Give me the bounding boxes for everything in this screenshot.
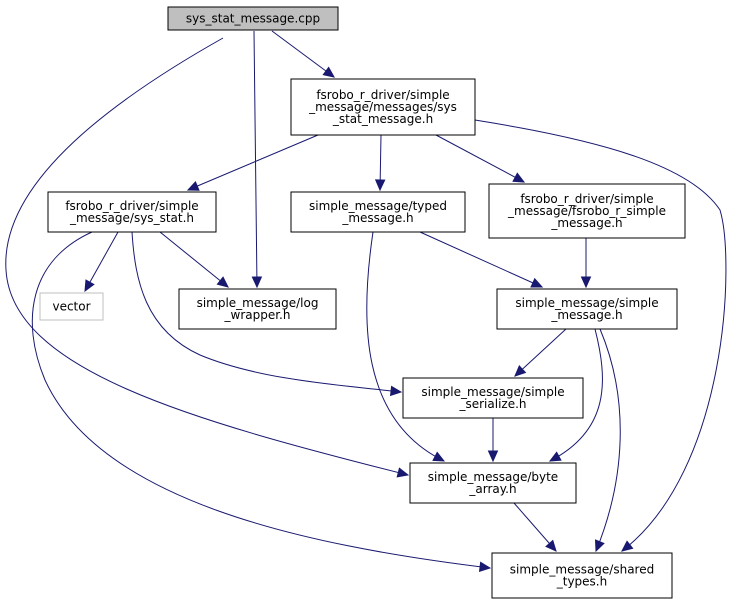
edge-line — [513, 502, 557, 552]
edge-line — [131, 231, 402, 393]
node-label-line: fsrobo_r_driver/simple — [520, 192, 653, 206]
node-label-line: simple_message/log — [197, 296, 319, 310]
node-label-line: _message/messages/sys — [308, 100, 457, 114]
edge-typed_message_h-to-simple_message_h — [419, 231, 544, 288]
arrowhead-icon — [396, 467, 410, 478]
edge-simple_message_h-to-simple_serialize_h — [514, 328, 567, 377]
node-box — [167, 6, 339, 31]
edge-typed_message_h-to-byte_array_h — [366, 231, 446, 462]
arrowhead-icon — [84, 279, 95, 293]
node-box — [402, 377, 584, 419]
edge-line — [5, 37, 409, 476]
edge-line — [187, 134, 319, 191]
arrowhead-icon — [478, 561, 492, 572]
node-label-line: simple_message/shared — [510, 563, 654, 577]
edge-line — [514, 328, 567, 377]
arrowhead-icon — [432, 451, 446, 462]
arrowhead-icon — [374, 179, 386, 192]
node-label-line: _stat_message.h — [332, 112, 433, 126]
node-box — [290, 78, 476, 136]
edge-line — [549, 328, 603, 462]
edge-line — [253, 30, 258, 288]
node-label-line: _array.h — [468, 482, 516, 496]
edge-line — [84, 231, 119, 292]
node-vector: vector — [39, 292, 104, 321]
edge-fsrobo_simple_message_h-to-simple_message_h — [580, 238, 592, 289]
node-label-line: _message/sys_stat.h — [69, 211, 194, 225]
edge-line — [31, 231, 491, 569]
arrowhead-icon — [621, 540, 634, 552]
arrowhead-icon — [251, 276, 263, 289]
node-log-wrapper-h[interactable]: simple_message/log_wrapper.h — [178, 288, 337, 330]
node-sysstatmsg-h[interactable]: fsrobo_r_driver/simple_message/messages/… — [290, 78, 476, 136]
node-box — [178, 288, 337, 330]
node-box — [290, 191, 466, 233]
edge-line — [271, 30, 335, 78]
edge-line — [595, 328, 621, 552]
node-label-line: simple_message/typed — [309, 199, 447, 213]
edge-sysstatmsg_h-to-sys_stat_h — [186, 134, 319, 191]
edge-sysstatmsg_h-to-shared_types_h — [474, 119, 727, 552]
edge-line — [474, 119, 727, 552]
node-typed-message-h[interactable]: simple_message/typed_message.h — [290, 191, 466, 233]
node-simple-serialize-h[interactable]: simple_message/simple_serialize.h — [402, 377, 584, 419]
node-label-line: _serialize.h — [458, 397, 526, 411]
node-label-line: fsrobo_r_driver/simple — [316, 88, 449, 102]
node-label-line: simple_message/simple — [421, 385, 564, 399]
edge-simple_serialize_h-to-byte_array_h — [487, 418, 499, 463]
node-label-line: _message.h — [550, 216, 622, 230]
node-shared-types-h[interactable]: simple_message/shared_types.h — [491, 552, 673, 599]
edge-root-to-byte_array_h — [5, 37, 410, 478]
edge-sys_stat_h-to-vector — [84, 231, 119, 293]
node-label-line: simple_message/byte — [428, 470, 558, 484]
edge-sysstatmsg_h-to-typed_message_h — [374, 134, 386, 192]
node-sys-stat-h[interactable]: fsrobo_r_driver/simple_message/sys_stat.… — [47, 191, 217, 233]
node-box — [409, 462, 577, 504]
node-simple-message-h[interactable]: simple_message/simple_message.h — [496, 288, 678, 330]
arrowhead-icon — [514, 365, 527, 377]
edge-byte_array_h-to-shared_types_h — [513, 502, 557, 552]
edge-sysstatmsg_h-to-fsrobo_simple_message_h — [435, 134, 526, 183]
edge-sys_stat_h-to-shared_types_h — [31, 231, 492, 572]
node-label-line: _message/fsrobo_r_simple — [507, 204, 666, 218]
node-root[interactable]: sys_stat_message.cpp — [167, 6, 339, 31]
node-fsrobo-simple-message-h[interactable]: fsrobo_r_driver/simple_message/fsrobo_r_… — [488, 183, 686, 239]
edge-simple_message_h-to-byte_array_h — [548, 328, 603, 462]
edge-sys_stat_h-to-simple_serialize_h — [131, 231, 403, 397]
arrowhead-icon — [322, 66, 335, 78]
arrowhead-icon — [487, 450, 499, 463]
arrowhead-icon — [530, 277, 544, 288]
node-box — [496, 288, 678, 330]
node-label-line: _message.h — [550, 308, 622, 322]
edge-line — [435, 134, 525, 183]
arrowhead-icon — [186, 181, 200, 191]
node-label-line: simple_message/simple — [515, 296, 658, 310]
node-box — [491, 552, 673, 599]
edge-simple_message_h-to-shared_types_h — [594, 328, 621, 553]
node-label-line: sys_stat_message.cpp — [186, 12, 320, 26]
edge-root-to-sysstatmsg_h — [271, 30, 335, 78]
edge-line — [419, 231, 543, 288]
edge-sys_stat_h-to-log_wrapper_h — [159, 231, 229, 288]
edge-line — [366, 231, 445, 462]
node-box — [488, 183, 686, 239]
node-byte-array-h[interactable]: simple_message/byte_array.h — [409, 462, 577, 504]
arrowhead-icon — [594, 539, 605, 553]
node-box — [47, 191, 217, 233]
node-label-line: fsrobo_r_driver/simple — [65, 199, 198, 213]
arrowhead-icon — [580, 276, 592, 289]
arrowhead-icon — [545, 539, 557, 552]
edge-line — [159, 231, 229, 288]
node-label-line: _message.h — [341, 211, 413, 225]
edge-root-to-log_wrapper_h — [251, 30, 263, 289]
arrowhead-icon — [548, 451, 562, 462]
arrowhead-icon — [216, 276, 229, 288]
node-label-line: _types.h — [556, 575, 607, 589]
node-box — [39, 292, 104, 321]
arrowhead-icon — [389, 385, 403, 397]
arrowhead-icon — [512, 172, 526, 183]
node-label-line: _wrapper.h — [224, 308, 291, 322]
node-label-line: vector — [52, 300, 90, 314]
